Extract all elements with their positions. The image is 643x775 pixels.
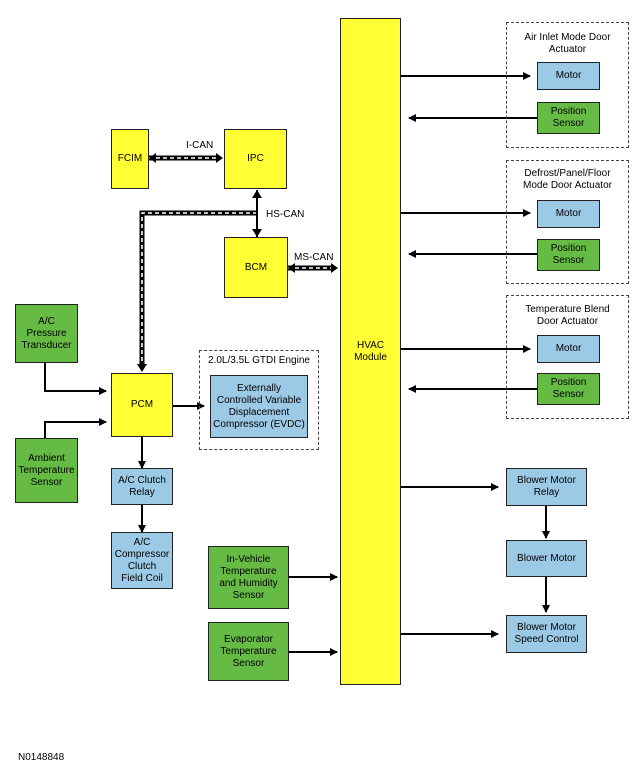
hscan-bus xyxy=(137,190,262,372)
arrow-ac-pressure-to-pcm xyxy=(44,363,107,395)
ambient-temperature-sensor: Ambient Temperature Sensor xyxy=(15,438,78,503)
invehicle-temp-humidity-sensor: In-Vehicle Temperature and Humidity Sens… xyxy=(208,546,289,609)
hvac-module: HVAC Module xyxy=(340,18,401,685)
air-inlet-actuator-group xyxy=(506,22,629,148)
air-inlet-motor: Motor xyxy=(537,62,600,90)
hscan-label: HS-CAN xyxy=(266,209,305,220)
temp-blend-actuator-group xyxy=(506,295,629,419)
pcm-module: PCM xyxy=(111,373,173,437)
ac-clutch-relay: A/C Clutch Relay xyxy=(111,468,173,505)
ipc-module: IPC xyxy=(224,129,287,189)
engine-group-label: 2.0L/3.5L GTDI Engine xyxy=(208,355,310,366)
ican-bus xyxy=(149,153,223,163)
defrost-motor: Motor xyxy=(537,200,600,228)
defrost-group-label: Defrost/Panel/Floor Mode Door Actuator xyxy=(523,168,612,191)
figure-id: N0148848 xyxy=(18,752,65,763)
evdc-compressor: Externally Controlled Variable Displacem… xyxy=(210,375,308,438)
blower-motor-speed-control: Blower Motor Speed Control xyxy=(506,615,587,653)
defrost-position-sensor: Position Sensor xyxy=(537,239,600,271)
ican-label: I-CAN xyxy=(186,140,214,151)
temp-blend-motor: Motor xyxy=(537,335,600,363)
blower-motor: Blower Motor xyxy=(506,540,587,577)
defrost-actuator-group xyxy=(506,160,629,284)
mscan-bus xyxy=(288,263,338,273)
blower-motor-relay: Blower Motor Relay xyxy=(506,468,587,506)
ac-pressure-transducer: A/C Pressure Transducer xyxy=(15,304,78,363)
ac-compressor-clutch-field-coil: A/C Compressor Clutch Field Coil xyxy=(111,532,173,589)
arrow-ambient-to-pcm xyxy=(44,418,107,438)
air-inlet-group-label: Air Inlet Mode Door Actuator xyxy=(524,32,611,55)
fcim-module: FCIM xyxy=(111,129,149,189)
bcm-module: BCM xyxy=(224,237,288,298)
temp-blend-group-label: Temperature Blend Door Actuator xyxy=(525,304,610,327)
air-inlet-position-sensor: Position Sensor xyxy=(537,102,600,134)
evaporator-temperature-sensor: Evaporator Temperature Sensor xyxy=(208,622,289,681)
engine-group xyxy=(199,350,319,450)
temp-blend-position-sensor: Position Sensor xyxy=(537,373,600,405)
mscan-label: MS-CAN xyxy=(294,252,334,263)
